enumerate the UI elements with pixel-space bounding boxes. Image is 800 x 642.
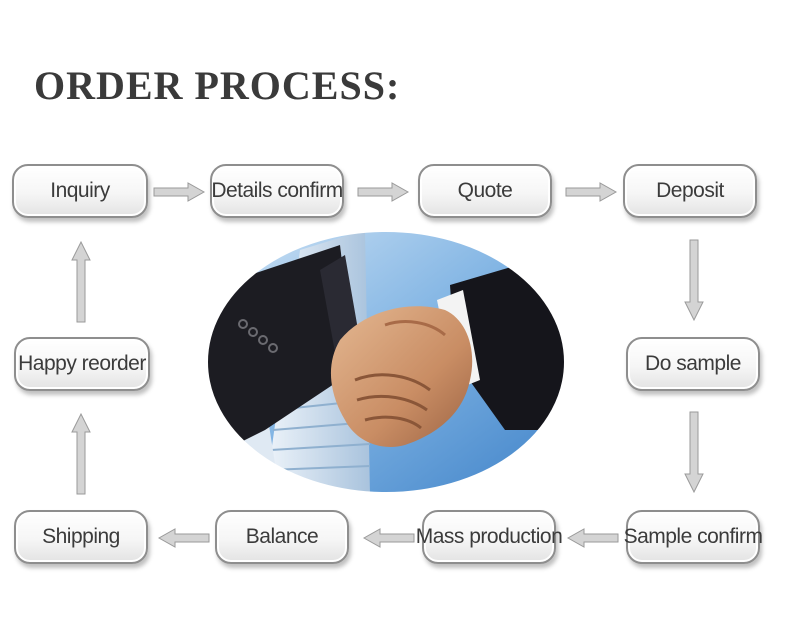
step-happy-reorder: Happy reorder <box>14 337 150 391</box>
step-do-sample: Do sample <box>626 337 760 391</box>
handshake-photo <box>206 230 566 494</box>
page-title: ORDER PROCESS: <box>34 63 401 108</box>
step-deposit: Deposit <box>623 164 757 218</box>
step-quote: Quote <box>418 164 552 218</box>
arrow-down-icon <box>684 239 704 322</box>
arrow-down-icon <box>684 411 704 494</box>
arrow-left-icon <box>157 528 210 548</box>
arrow-right-icon <box>153 182 206 202</box>
arrow-left-icon <box>566 528 619 548</box>
arrow-right-icon <box>357 182 410 202</box>
step-mass-production: Mass production <box>416 510 563 564</box>
step-sample-confirm: Sample confirm <box>624 510 763 564</box>
arrow-up-icon <box>71 412 91 495</box>
step-inquiry: Inquiry <box>12 164 148 218</box>
step-details-confirm: Details confirm <box>210 164 344 218</box>
step-balance: Balance <box>215 510 349 564</box>
arrow-up-icon <box>71 240 91 323</box>
arrow-right-icon <box>565 182 618 202</box>
step-shipping: Shipping <box>14 510 148 564</box>
arrow-left-icon <box>362 528 415 548</box>
